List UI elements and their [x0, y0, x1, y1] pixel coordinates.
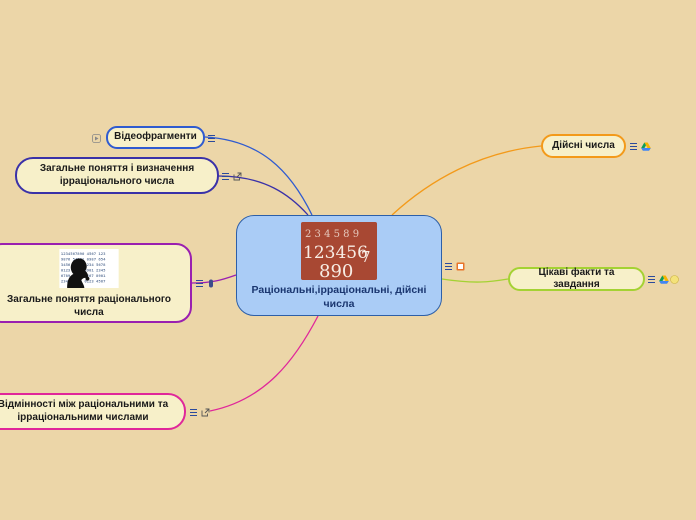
- svg-text:123456: 123456: [303, 243, 368, 263]
- node-real[interactable]: Дійсні числа: [541, 134, 626, 158]
- central-topic-title: Раціональні,ірраціональні, дійсні числа: [251, 284, 427, 310]
- image-icon[interactable]: [456, 262, 465, 271]
- svg-text:2 3 4 5 8 9: 2 3 4 5 8 9: [305, 229, 359, 240]
- google-drive-icon[interactable]: [641, 142, 651, 151]
- node-facts-icons: [648, 274, 679, 284]
- external-link-icon[interactable]: [201, 408, 210, 417]
- count-badge-icon[interactable]: [670, 274, 679, 284]
- node-irrational[interactable]: Загальне поняття і визначення ірраціонал…: [15, 157, 219, 194]
- notes-icon[interactable]: [648, 275, 656, 284]
- node-differences-label: Відмінності між раціональними та ірраціо…: [0, 399, 169, 423]
- node-rational-icons: [196, 278, 215, 288]
- node-video-left-icons: [92, 133, 101, 143]
- notes-icon[interactable]: [208, 134, 216, 143]
- video-icon[interactable]: [92, 133, 101, 143]
- node-differences-icons: [190, 407, 210, 417]
- google-drive-icon[interactable]: [659, 275, 669, 284]
- link-differences: [209, 315, 319, 412]
- link-video: [204, 136, 313, 216]
- svg-text:890: 890: [319, 261, 353, 280]
- central-topic-icons: [445, 261, 465, 271]
- attachment-icon[interactable]: [207, 279, 215, 288]
- node-facts-label: Цікаві факти та завдання: [538, 266, 615, 291]
- node-rational-label: Загальне поняття раціонального числа: [7, 294, 171, 318]
- notes-icon[interactable]: [445, 262, 453, 271]
- node-real-icons: [630, 141, 651, 151]
- node-video[interactable]: Відеофрагменти: [106, 126, 205, 149]
- central-topic[interactable]: 2 3 4 5 8 9 123456 7 890 Раціональні,ірр…: [236, 215, 442, 316]
- node-video-label: Відеофрагменти: [114, 131, 197, 143]
- node-facts[interactable]: Цікаві факти та завдання: [508, 267, 645, 291]
- notes-icon[interactable]: [222, 172, 230, 181]
- link-real: [391, 145, 542, 216]
- node-real-label: Дійсні числа: [552, 139, 615, 151]
- link-irrational: [217, 175, 309, 216]
- svg-text:7: 7: [361, 248, 371, 266]
- node-video-icons: [208, 133, 216, 143]
- numbers-image: 2 3 4 5 8 9 123456 7 890: [301, 222, 377, 280]
- svg-text:9876 54321 0987 654: 9876 54321 0987 654: [61, 257, 106, 262]
- node-differences[interactable]: Відмінності між раціональними та ірраціо…: [0, 393, 186, 430]
- notes-icon[interactable]: [196, 279, 204, 288]
- notes-icon[interactable]: [190, 408, 198, 417]
- external-link-icon[interactable]: [233, 172, 242, 181]
- node-irrational-label: Загальне поняття і визначення ірраціонал…: [39, 163, 195, 187]
- thinking-person-image: 1234567890 4567 123 9876 54321 0987 654 …: [59, 249, 119, 288]
- node-irrational-icons: [222, 171, 242, 181]
- svg-text:1234567890 4567 123: 1234567890 4567 123: [61, 251, 106, 256]
- node-rational[interactable]: 1234567890 4567 123 9876 54321 0987 654 …: [0, 243, 192, 323]
- notes-icon[interactable]: [630, 142, 638, 151]
- link-facts: [441, 278, 509, 283]
- svg-text:2345 6789 0123 4567: 2345 6789 0123 4567: [61, 279, 106, 284]
